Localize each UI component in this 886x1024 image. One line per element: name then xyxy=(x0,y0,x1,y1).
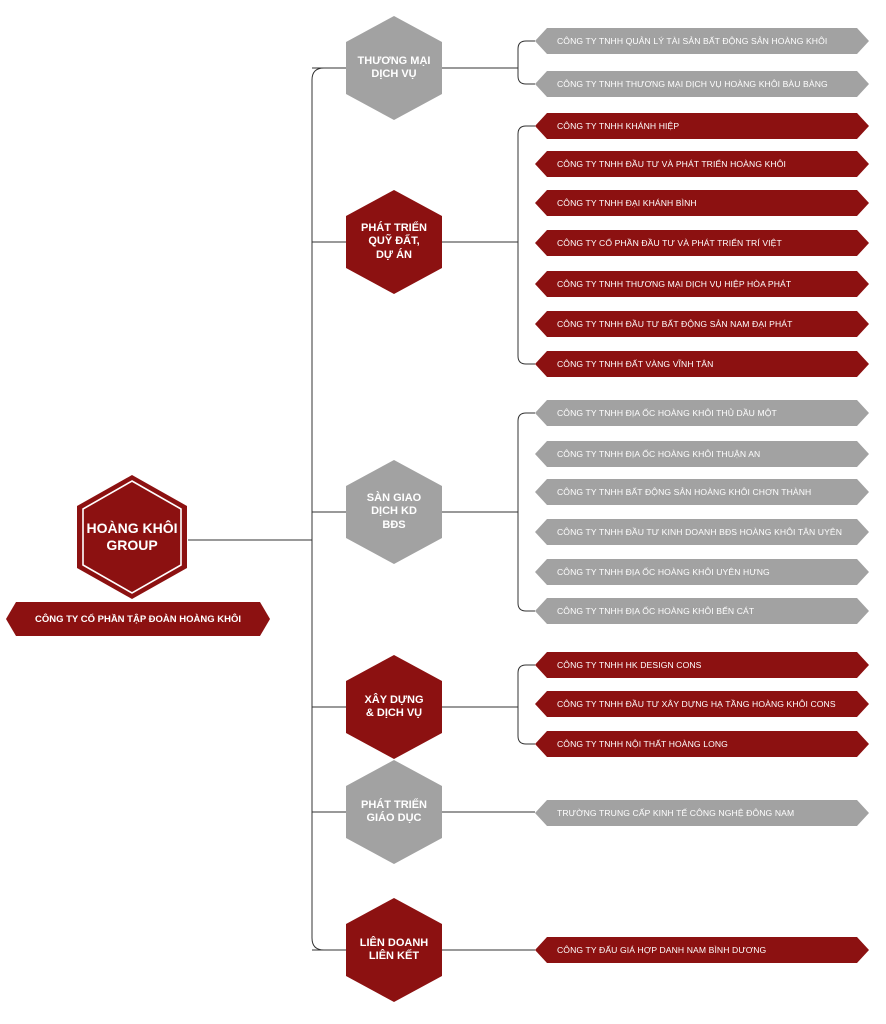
division-label-line: DỰ ÁN xyxy=(375,248,412,261)
division-label-line: SÀN GIAO xyxy=(366,492,422,505)
company-banner: CÔNG TY TNHH HK DESIGN CONS xyxy=(535,652,869,678)
company-name: CÔNG TY TNHH QUẢN LÝ TÀI SẢN BẤT ĐỘNG SẢ… xyxy=(557,36,828,46)
company-banner: CÔNG TY TNHH NỘI THẤT HOÀNG LONG xyxy=(535,731,869,757)
division-hexagon-shape xyxy=(346,190,442,294)
company-banner: CÔNG TY ĐẤU GIÁ HỢP DANH NAM BÌNH DƯƠNG xyxy=(535,937,869,963)
company-banner: CÔNG TY CỔ PHẦN ĐẦU TƯ VÀ PHÁT TRIỂN TRÍ… xyxy=(535,230,869,256)
company-name: CÔNG TY TNHH KHÁNH HIỆP xyxy=(557,121,680,131)
root-hexagon-shape xyxy=(77,475,187,599)
division-label-line: PHÁT TRIỂN xyxy=(361,222,427,235)
company-name: TRƯỜNG TRUNG CẤP KINH TẾ CÔNG NGHỆ ĐÔNG … xyxy=(557,808,795,818)
division-hexagon-shape xyxy=(346,460,442,564)
division-label-line: DỊCH VỤ xyxy=(371,68,417,80)
division-label-line: XÂY DỰNG xyxy=(364,693,424,706)
division-label-line: THƯƠNG MẠI xyxy=(357,54,431,67)
company-name: CÔNG TY TNHH ĐẦU TƯ VÀ PHÁT TRIỂN HOÀNG … xyxy=(557,159,787,169)
company-banner: CÔNG TY TNHH ĐẦU TƯ XÂY DỰNG HẠ TẦNG HOÀ… xyxy=(535,691,869,717)
company-name: CÔNG TY TNHH ĐỊA ỐC HOÀNG KHÔI BẾN CÁT xyxy=(557,606,755,616)
root-company-label: CÔNG TY CỔ PHẦN TẬP ĐOÀN HOÀNG KHÔI xyxy=(34,613,242,625)
company-name: CÔNG TY TNHH THƯƠNG MẠI DỊCH VỤ HIỆP HÒA… xyxy=(557,279,792,289)
root-title-line1: HOÀNG KHÔI xyxy=(86,520,178,537)
company-name: CÔNG TY CỔ PHẦN ĐẦU TƯ VÀ PHÁT TRIỂN TRÍ… xyxy=(557,238,782,248)
company-name: CÔNG TY TNHH ĐẦU TƯ XÂY DỰNG HẠ TẦNG HOÀ… xyxy=(557,699,836,709)
root-company-banner: CÔNG TY CỔ PHẦN TẬP ĐOÀN HOÀNG KHÔI xyxy=(6,602,270,636)
company-banner: CÔNG TY TNHH QUẢN LÝ TÀI SẢN BẤT ĐỘNG SẢ… xyxy=(535,28,869,54)
division-hexagon-shape xyxy=(346,898,442,1002)
company-banner: CÔNG TY TNHH THƯƠNG MẠI DỊCH VỤ HIỆP HÒA… xyxy=(535,271,869,297)
root-group-hexagon: HOÀNG KHÔI GROUP xyxy=(76,474,188,600)
company-banner: CÔNG TY TNHH KHÁNH HIỆP xyxy=(535,113,869,139)
division-label-line: LIÊN KẾT xyxy=(368,950,420,962)
division-hexagon: XÂY DỰNG& DỊCH VỤ xyxy=(346,655,442,759)
company-banner: CÔNG TY TNHH ĐỊA ỐC HOÀNG KHÔI THUẬN AN xyxy=(535,441,869,467)
company-name: CÔNG TY TNHH THƯƠNG MẠI DỊCH VỤ HOÀNG KH… xyxy=(557,79,828,89)
company-bracket-line xyxy=(517,40,535,85)
company-bracket-line xyxy=(517,125,535,365)
company-name: CÔNG TY TNHH HK DESIGN CONS xyxy=(557,660,702,670)
company-name: CÔNG TY TNHH BẤT ĐỘNG SẢN HOÀNG KHÔI CHƠ… xyxy=(557,487,812,497)
company-banner: CÔNG TY TNHH ĐẦU TƯ VÀ PHÁT TRIỂN HOÀNG … xyxy=(535,151,869,177)
division-hexagon-shape xyxy=(346,655,442,759)
company-name: CÔNG TY TNHH ĐẦU TƯ BẤT ĐỘNG SẢN NAM ĐẠI… xyxy=(557,319,793,329)
company-name: CÔNG TY TNHH ĐẤT VÀNG VĨNH TÂN xyxy=(557,359,714,369)
company-name: CÔNG TY TNHH ĐỊA ỐC HOÀNG KHÔI THUẬN AN xyxy=(557,449,761,459)
company-name: CÔNG TY TNHH ĐỊA ỐC HOÀNG KHÔI THỦ DẦU M… xyxy=(557,408,777,418)
company-name: CÔNG TY TNHH NỘI THẤT HOÀNG LONG xyxy=(557,739,728,749)
company-banner: CÔNG TY TNHH ĐỊA ỐC HOÀNG KHÔI BẾN CÁT xyxy=(535,598,869,624)
division-hexagon-shape xyxy=(346,16,442,120)
company-banner: CÔNG TY TNHH ĐẦU TƯ KINH DOANH BĐS HOÀNG… xyxy=(535,519,869,545)
company-name: CÔNG TY TNHH ĐỊA ỐC HOÀNG KHÔI UYÊN HƯNG xyxy=(557,567,770,577)
company-banner: CÔNG TY TNHH ĐẠI KHÁNH BÌNH xyxy=(535,190,869,216)
company-name: CÔNG TY TNHH ĐẠI KHÁNH BÌNH xyxy=(557,198,697,208)
spine-line xyxy=(311,67,342,951)
division-label-line: DỊCH KD xyxy=(371,505,417,518)
company-name: CÔNG TY TNHH ĐẦU TƯ KINH DOANH BĐS HOÀNG… xyxy=(557,527,843,537)
company-bracket-line xyxy=(517,412,535,612)
company-banner: TRƯỜNG TRUNG CẤP KINH TẾ CÔNG NGHỆ ĐÔNG … xyxy=(535,800,869,826)
division-label-line: GIÁO DỤC xyxy=(366,812,422,824)
division-label-line: BĐS xyxy=(382,518,406,531)
division-label-line: QUỸ ĐẤT, xyxy=(368,235,420,248)
division-label-line: PHÁT TRIỂN xyxy=(361,798,427,811)
company-bracket-line xyxy=(517,664,535,745)
division-hexagon-shape xyxy=(346,760,442,864)
company-banner: CÔNG TY TNHH ĐẦU TƯ BẤT ĐỘNG SẢN NAM ĐẠI… xyxy=(535,311,869,337)
division-label-line: & DỊCH VỤ xyxy=(365,707,423,719)
company-banner: CÔNG TY TNHH ĐỊA ỐC HOÀNG KHÔI UYÊN HƯNG xyxy=(535,559,869,585)
company-banner: CÔNG TY TNHH ĐỊA ỐC HOÀNG KHÔI THỦ DẦU M… xyxy=(535,400,869,426)
company-banner: CÔNG TY TNHH BẤT ĐỘNG SẢN HOÀNG KHÔI CHƠ… xyxy=(535,479,869,505)
company-name: CÔNG TY ĐẤU GIÁ HỢP DANH NAM BÌNH DƯƠNG xyxy=(557,945,767,955)
root-title-line2: GROUP xyxy=(106,537,158,553)
company-banner: CÔNG TY TNHH ĐẤT VÀNG VĨNH TÂN xyxy=(535,351,869,377)
division-label-line: LIÊN DOANH xyxy=(359,936,429,949)
company-banner: CÔNG TY TNHH THƯƠNG MẠI DỊCH VỤ HOÀNG KH… xyxy=(535,71,869,97)
